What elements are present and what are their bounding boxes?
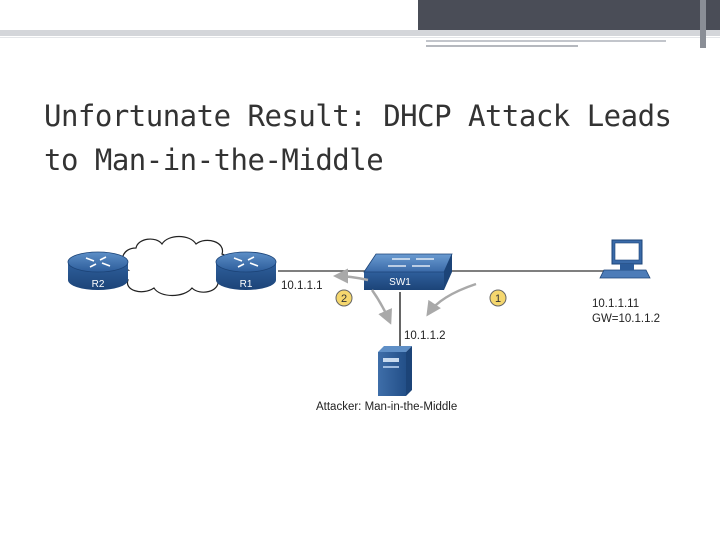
pc-icon <box>599 239 651 279</box>
top-decor-accent-line-2 <box>426 45 578 47</box>
step-2-badge: 2 <box>335 289 353 307</box>
arrow-step-2 <box>333 268 369 284</box>
router-r1-label: R1 <box>240 279 253 290</box>
arrow-step-1 <box>426 282 477 317</box>
attacker-label: Attacker: Man-in-the-Middle <box>316 401 457 413</box>
right-decor-strip <box>700 0 706 48</box>
router-r2-icon: R2 <box>67 251 129 290</box>
attacker-server-icon <box>378 346 412 396</box>
step-1-label: 1 <box>495 293 501 305</box>
step-2-label: 2 <box>341 293 347 305</box>
top-decor-accent-line <box>426 40 666 42</box>
top-decor-thin-line <box>0 37 720 38</box>
router-r1-icon: R1 <box>215 251 277 290</box>
wan-cloud <box>118 235 231 297</box>
arrow-to-attacker <box>370 289 392 325</box>
switch-sw1-label: SW1 <box>389 277 411 288</box>
attacker-ip-label: 10.1.1.2 <box>404 330 446 342</box>
router-r2-label: R2 <box>92 279 105 290</box>
top-decor-bar-light <box>0 30 720 36</box>
r1-ip-label: 10.1.1.1 <box>281 280 323 292</box>
switch-sw1-icon: SW1 <box>363 253 453 290</box>
pc-gateway-label: GW=10.1.1.2 <box>592 313 660 325</box>
pc-ip-label: 10.1.1.11 <box>592 298 639 310</box>
top-decor-bar-dark <box>418 0 720 30</box>
slide-title: Unfortunate Result: DHCP Attack Leads to… <box>44 99 672 177</box>
step-1-badge: 1 <box>489 289 507 307</box>
